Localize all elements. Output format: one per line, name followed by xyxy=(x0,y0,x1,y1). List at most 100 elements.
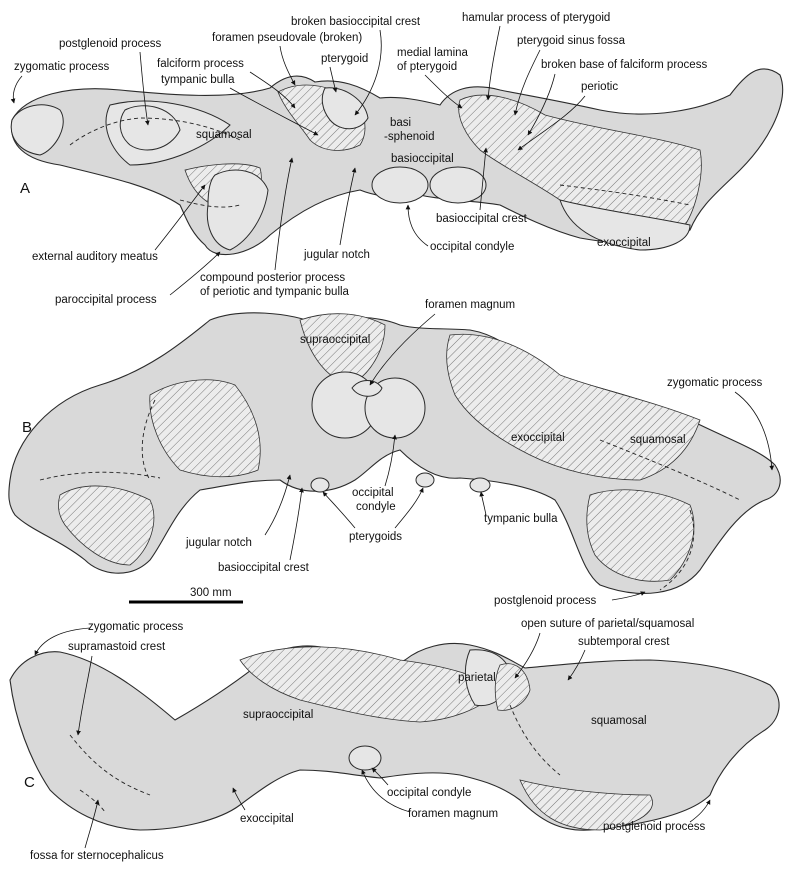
leader-c-zygomatic xyxy=(34,627,91,656)
label-b-foramen-magnum: foramen magnum xyxy=(425,299,515,311)
dash-b-1 xyxy=(141,399,156,481)
leader-c-postglenoid xyxy=(689,799,711,823)
label-a-external-auditory: external auditory meatus xyxy=(32,251,158,263)
label-b-supraoccipital: supraoccipital xyxy=(300,334,370,346)
label-a-squamosal: squamosal xyxy=(196,129,252,141)
label-a-periotic: periotic xyxy=(581,81,618,93)
label-a-postglenoid: postglenoid process xyxy=(59,38,162,50)
leader-a-pterygoid xyxy=(329,66,338,93)
occipital-condyle-a-right xyxy=(429,166,487,204)
leader-b-pterygoids-left xyxy=(322,491,356,529)
label-c-parietal: parietal xyxy=(458,672,496,684)
compound-process-a xyxy=(206,169,269,251)
label-c-supramastoid: supramastoid crest xyxy=(68,641,166,653)
label-c-exoccipital: exoccipital xyxy=(240,813,294,825)
label-b-zygomatic: zygomatic process xyxy=(667,377,762,389)
leader-a-jugular-notch xyxy=(339,167,357,246)
postglenoid-a xyxy=(119,105,181,151)
leader-a-foramen-pseudovale xyxy=(279,45,296,86)
broken-crest-a xyxy=(321,87,369,130)
panel-label-a: A xyxy=(20,180,30,197)
dash-b-2 xyxy=(39,471,161,481)
leader-c-occipital-condyle xyxy=(371,767,389,786)
label-c-supraoccipital: supraoccipital xyxy=(243,709,313,721)
leader-b-pterygoids-right xyxy=(394,487,424,529)
dash-c-2 xyxy=(509,704,561,776)
hatch-bottom-c xyxy=(519,779,653,831)
label-b-exoccipital: exoccipital xyxy=(511,432,565,444)
leader-a-pterygoid-sinus xyxy=(513,49,541,116)
leader-a-compound xyxy=(274,157,294,271)
leader-c-open-suture xyxy=(514,632,541,679)
panel-label-b: B xyxy=(22,419,32,436)
leader-a-paroccipital xyxy=(169,251,221,296)
label-b-tympanic-bulla: tympanic bulla xyxy=(484,513,558,525)
hatch-left-lower-b xyxy=(58,485,155,566)
label-a-tympanic: tympanic bulla xyxy=(161,74,235,86)
leader-b-postglenoid xyxy=(611,591,646,601)
label-a-broken-falciform: broken base of falciform process xyxy=(541,59,707,71)
label-a-exoccipital: exoccipital xyxy=(597,237,651,249)
dash-b-3 xyxy=(599,439,741,501)
leader-b-basioccipital-crest xyxy=(289,487,304,561)
leader-a-zygomatic xyxy=(10,75,23,104)
label-a-hamular: hamular process of pterygoid xyxy=(462,12,610,24)
label-b-occipital-condyle-2: condyle xyxy=(356,501,396,513)
leader-b-occipital-condyle xyxy=(384,434,397,487)
label-c-occipital-condyle: occipital condyle xyxy=(387,787,471,799)
label-a-paroccipital: paroccipital process xyxy=(55,294,157,306)
label-a-pterygoid-sinus: pterygoid sinus fossa xyxy=(517,35,626,47)
occipital-condyle-a-left xyxy=(371,166,429,204)
leader-c-subtemporal xyxy=(567,649,586,681)
dash-b-4 xyxy=(659,509,695,591)
label-a-compound-1: compound posterior process xyxy=(200,272,345,284)
leader-c-fossa xyxy=(84,799,100,849)
hatch-right-b xyxy=(446,333,701,481)
label-a-basioccipital-crest: basioccipital crest xyxy=(436,213,528,225)
zygomatic-process-a xyxy=(10,104,64,156)
scale-bar-label: 300 mm xyxy=(190,587,232,599)
label-c-fossa: fossa for sternocephalicus xyxy=(30,850,164,862)
label-b-squamosal: squamosal xyxy=(630,434,686,446)
label-a-basisphenoid-1: basi xyxy=(390,117,411,129)
label-c-foramen-magnum: foramen magnum xyxy=(408,808,498,820)
panel-b: B foramen magnum supraoccipital zygomati… xyxy=(8,299,781,607)
hatch-top-c xyxy=(239,646,501,723)
pterygoid-b-left xyxy=(310,477,330,493)
label-a-occipital-condyle: occipital condyle xyxy=(430,241,514,253)
leader-a-basioccipital-crest xyxy=(479,147,488,211)
occipital-condyle-c xyxy=(348,745,382,771)
label-b-occipital-condyle-1: occipital xyxy=(352,487,394,499)
hatch-center-b xyxy=(299,313,386,386)
label-c-subtemporal: subtemporal crest xyxy=(578,636,670,648)
exoccipital-a-region xyxy=(559,199,691,251)
leader-a-falciform xyxy=(249,71,296,109)
label-a-jugular-notch: jugular notch xyxy=(303,249,370,261)
label-a-medial-lamina-1: medial lamina xyxy=(397,47,469,59)
leader-a-medial-lamina xyxy=(424,74,463,109)
foramen-magnum-b xyxy=(351,380,383,397)
leader-b-zygomatic xyxy=(734,391,775,471)
dash-c-1 xyxy=(69,734,151,796)
hatch-parietal-c xyxy=(494,663,531,711)
tympanic-bulla-b xyxy=(469,477,491,493)
label-b-postglenoid: postglenoid process xyxy=(494,595,597,607)
label-c-zygomatic: zygomatic process xyxy=(88,621,183,633)
label-c-open-suture: open suture of parietal/squamosal xyxy=(521,618,694,630)
label-a-basisphenoid-2: -sphenoid xyxy=(384,131,435,143)
dash-c-3 xyxy=(79,789,106,813)
label-b-pterygoids: pterygoids xyxy=(349,531,402,543)
label-a-basioccipital: basioccipital xyxy=(391,153,454,165)
label-c-squamosal: squamosal xyxy=(591,715,647,727)
label-a-pterygoid: pterygoid xyxy=(321,53,368,65)
hatch-right-lower-b xyxy=(586,489,695,582)
label-a-medial-lamina-2: of pterygoid xyxy=(397,61,457,73)
pterygoid-b-right xyxy=(415,472,435,488)
label-a-foramen-pseudovale: foramen pseudovale (broken) xyxy=(212,32,362,44)
leader-c-exoccipital xyxy=(232,787,246,811)
leader-a-broken-falciform xyxy=(527,73,556,136)
dash-a-3 xyxy=(179,199,241,208)
leader-a-tympanic xyxy=(229,87,319,136)
leader-a-occipital-condyle xyxy=(405,204,429,247)
